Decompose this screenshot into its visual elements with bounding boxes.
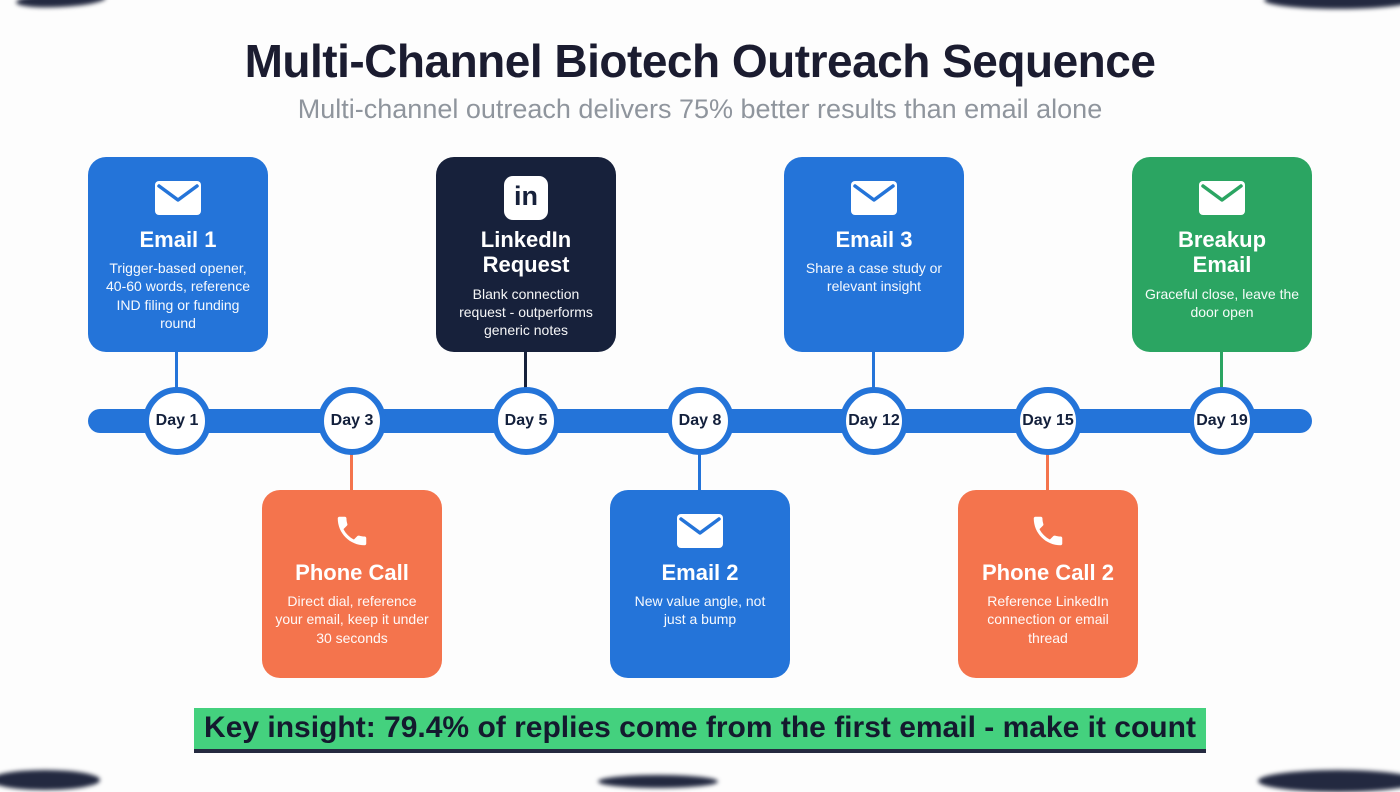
- connector-line: [1046, 450, 1049, 492]
- connector-line: [698, 450, 701, 492]
- step-card-email-1: Email 1 Trigger-based opener, 40-60 word…: [88, 157, 268, 352]
- step-card-linkedin-request: in LinkedIn Request Blank connection req…: [436, 157, 616, 352]
- corner-artifact: [1258, 770, 1400, 792]
- step-card-phone-call-2: Phone Call 2 Reference LinkedIn connecti…: [958, 490, 1138, 678]
- timeline-node-day-15: Day 15: [1014, 387, 1082, 455]
- step-card-description: Reference LinkedIn connection or email t…: [987, 593, 1109, 646]
- key-insight-text: Key insight: 79.4% of replies come from …: [194, 708, 1206, 753]
- step-card-description: Trigger-based opener, 40-60 words, refer…: [106, 260, 250, 331]
- connector-line: [872, 352, 875, 392]
- page-title: Multi-Channel Biotech Outreach Sequence: [244, 35, 1156, 87]
- step-card-breakup-email: Breakup Email Graceful close, leave the …: [1132, 157, 1312, 352]
- day-label: Day 5: [504, 412, 548, 429]
- corner-artifact: [598, 775, 718, 788]
- timeline-node-day-5: Day 5: [492, 387, 560, 455]
- step-card-description: Direct dial, reference your email, keep …: [275, 593, 429, 646]
- email-icon: [784, 175, 964, 221]
- step-card-description: Share a case study or relevant insight: [805, 260, 943, 295]
- corner-artifact: [15, 0, 107, 10]
- email-icon: [1132, 175, 1312, 221]
- page-subtitle: Multi-channel outreach delivers 75% bett…: [297, 94, 1103, 124]
- step-card-email-3: Email 3 Share a case study or relevant i…: [784, 157, 964, 352]
- email-icon: [610, 508, 790, 554]
- linkedin-icon: in: [436, 175, 616, 221]
- step-card-email-2: Email 2 New value angle, not just a bump: [610, 490, 790, 678]
- step-card-title: Email 2: [661, 560, 739, 585]
- connector-line: [1220, 352, 1223, 392]
- step-card-title: Phone Call: [295, 560, 409, 585]
- corner-artifact: [1264, 0, 1400, 9]
- connector-line: [175, 352, 178, 392]
- step-card-title: Breakup Email: [1177, 227, 1267, 278]
- step-card-title: Phone Call 2: [981, 560, 1115, 585]
- day-label: Day 12: [848, 412, 900, 429]
- day-label: Day 1: [155, 412, 199, 429]
- phone-icon: [958, 508, 1138, 554]
- timeline-node-day-19: Day 19: [1188, 387, 1256, 455]
- day-label: Day 19: [1196, 412, 1248, 429]
- timeline-node-day-12: Day 12: [840, 387, 908, 455]
- key-insight-banner: Key insight: 79.4% of replies come from …: [0, 708, 1400, 753]
- linkedin-glyph: in: [514, 181, 538, 211]
- day-label: Day 8: [678, 412, 722, 429]
- connector-line: [350, 450, 353, 492]
- connector-line: [524, 352, 527, 392]
- step-card-title: LinkedIn Request: [480, 227, 572, 278]
- step-card-description: New value angle, not just a bump: [634, 593, 766, 628]
- step-card-description: Blank connection request - outperforms g…: [459, 285, 593, 338]
- step-card-title: Email 1: [139, 227, 217, 252]
- step-card-title: Email 3: [835, 227, 913, 252]
- timeline-node-day-1: Day 1: [143, 387, 211, 455]
- timeline-node-day-8: Day 8: [666, 387, 734, 455]
- timeline-node-day-3: Day 3: [318, 387, 386, 455]
- corner-artifact: [0, 770, 100, 790]
- day-label: Day 15: [1022, 412, 1074, 429]
- step-card-phone-call: Phone Call Direct dial, reference your e…: [262, 490, 442, 678]
- phone-icon: [262, 508, 442, 554]
- step-card-description: Graceful close, leave the door open: [1144, 285, 1300, 320]
- day-label: Day 3: [330, 412, 374, 429]
- email-icon: [88, 175, 268, 221]
